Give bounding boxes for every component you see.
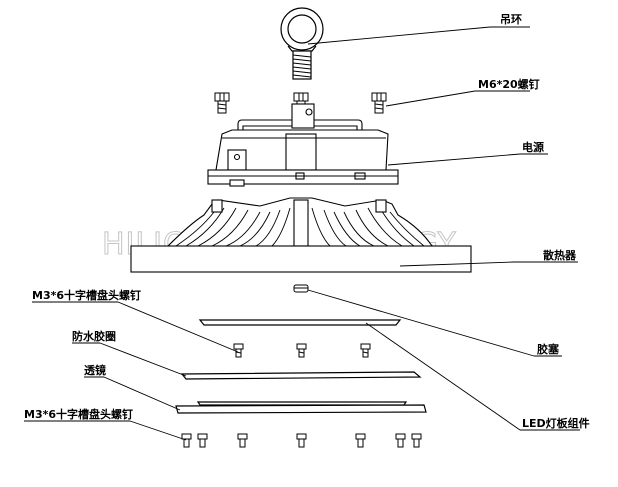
leader-heatsink [399,261,515,267]
label-heatsink: 散热器 [543,248,577,262]
power-supply-part [207,103,399,187]
screw-m3-bottom-6 [395,433,406,448]
rubber-plug-part [293,284,309,293]
label-power-supply: 电源 [522,140,544,154]
label-screw-m3-bottom: M3*6十字槽盘头螺钉 [24,407,133,421]
screw-m3-top-3 [360,343,371,358]
gasket-part [180,371,422,380]
screw-m3-bottom-7 [411,433,422,448]
label-screw-m3-top: M3*6十字槽盘头螺钉 [32,288,141,302]
leader-screw-m3-bottom [129,420,187,441]
label-rubber-plug: 胶塞 [537,342,560,356]
screw-m3-bottom-group [181,433,422,448]
screw-m3-top-group [233,343,371,358]
leader-lines [24,26,580,441]
screw-m6-left [214,92,230,114]
leader-screw-m6 [385,90,476,107]
leader-screw-m3-top [117,301,239,353]
screw-m3-top-1 [233,343,244,358]
leader-hook [307,26,491,45]
screw-m3-bottom-3 [237,433,248,448]
label-led-board: LED灯板组件 [522,416,590,430]
screw-m3-bottom-2 [197,433,208,448]
label-hook: 吊环 [500,13,522,26]
screw-m3-bottom-4 [296,433,307,448]
lens-part [175,401,427,414]
led-board-part [198,319,402,326]
heatsink-part [130,197,472,273]
part-labels: 吊环 M6*20螺钉 电源 散热器 M3*6十字槽盘头螺钉 防水胶圈 胶塞 透镜… [24,13,590,430]
leader-gasket [99,342,187,377]
leader-power-supply [387,153,521,166]
leader-led-board [365,322,521,431]
leader-rubber-plug [307,289,535,357]
label-screw-m6: M6*20螺钉 [478,77,540,91]
screw-m3-bottom-5 [355,433,366,448]
label-lens: 透镜 [84,363,106,377]
screw-m6-right [371,92,387,114]
hook-part [280,7,324,80]
leader-lens [103,376,181,411]
screw-m3-top-2 [296,343,307,358]
screw-m3-bottom-1 [181,433,192,448]
label-gasket: 防水胶圈 [72,329,116,343]
